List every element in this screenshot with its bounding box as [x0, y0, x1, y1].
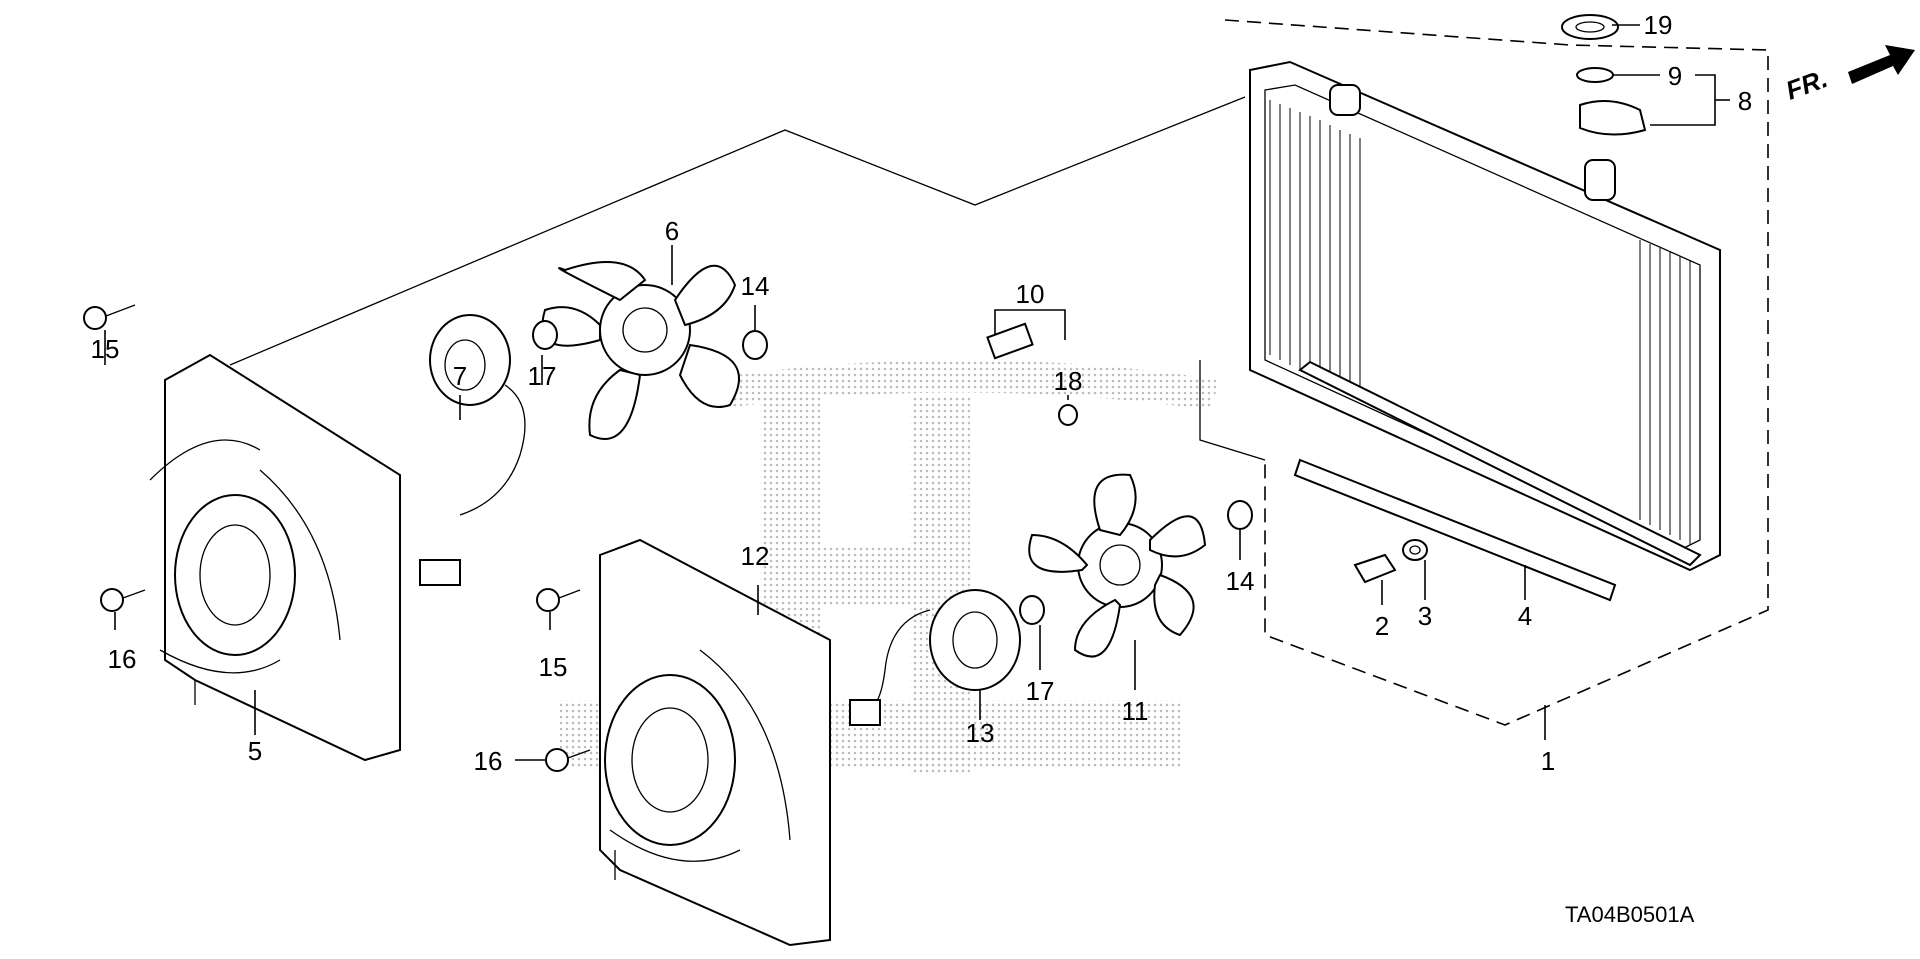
bolt-16-right [545, 748, 591, 772]
nut-14-top [742, 330, 768, 360]
callout-14-top: 14 [741, 271, 770, 301]
callout-17-right: 17 [1026, 676, 1055, 706]
fan-motor-right [849, 589, 1021, 726]
bolt-15-left [83, 304, 136, 330]
fan-shroud-right [599, 538, 831, 947]
callout-3: 3 [1418, 601, 1432, 631]
callout-6: 6 [665, 216, 679, 246]
fan-motor-left [419, 314, 526, 586]
thermo-switch [986, 322, 1078, 426]
radiator-cap [1561, 14, 1647, 136]
callout-5: 5 [248, 736, 262, 766]
callout-16-left: 16 [108, 644, 137, 674]
grommet-17-left [532, 320, 558, 350]
assembly-outline [229, 19, 1769, 726]
callout-10: 10 [1016, 279, 1045, 309]
callout-17-left: 17 [528, 361, 557, 391]
callout-19: 19 [1644, 10, 1673, 40]
bolt-16-left [100, 588, 146, 612]
callout-2: 2 [1375, 611, 1389, 641]
callout-15-left: 15 [91, 334, 120, 364]
callout-12: 12 [741, 541, 770, 571]
callout-labels: 1 2 3 4 5 6 7 8 9 10 11 12 13 14 14 15 1… [91, 10, 1753, 776]
drawing-code: TA04B0501A [1565, 902, 1695, 927]
grommet-17-right [1019, 595, 1045, 625]
fan-blade-right [1028, 473, 1207, 658]
front-indicator-label: FR. [1782, 63, 1832, 106]
callout-16-right: 16 [474, 746, 503, 776]
callout-1: 1 [1541, 746, 1555, 776]
radiator [1249, 60, 1721, 572]
callout-7: 7 [453, 361, 467, 391]
nut-14-right [1227, 500, 1253, 530]
callout-13: 13 [966, 718, 995, 748]
leader-lines [104, 24, 1730, 761]
callout-4: 4 [1518, 601, 1532, 631]
fan-blade-left [541, 261, 740, 440]
callout-11: 11 [1122, 696, 1149, 726]
drain-plug [1293, 458, 1617, 602]
bolt-15-right [536, 588, 581, 612]
callout-8: 8 [1738, 86, 1752, 116]
callout-15-right: 15 [539, 652, 568, 682]
fan-shroud-left [149, 353, 401, 762]
front-arrow-icon: FR. [1782, 45, 1915, 106]
callout-18: 18 [1054, 366, 1083, 396]
callout-14-right: 14 [1226, 566, 1255, 596]
callout-9: 9 [1668, 61, 1682, 91]
